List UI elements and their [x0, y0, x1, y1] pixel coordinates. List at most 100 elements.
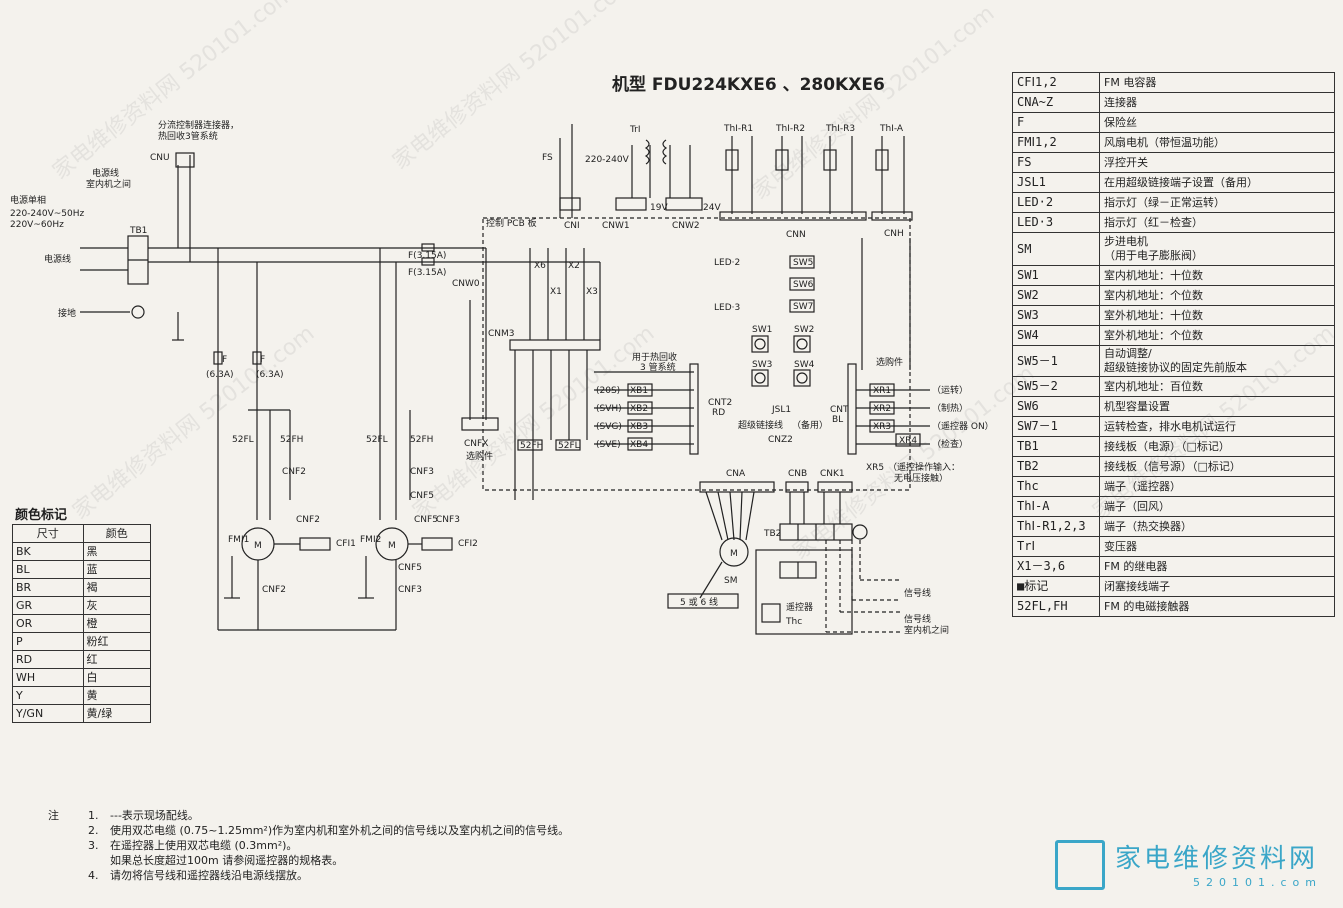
xr5-note-1: （遥控操作输入：	[888, 461, 960, 473]
color-code: BL	[12, 560, 84, 579]
standby-label: （备用）	[792, 419, 828, 431]
xr3-label: XR3	[873, 422, 891, 432]
contactor-52fl	[555, 439, 581, 451]
legend-code: X1－3,6	[1012, 556, 1100, 577]
xb2-label: XB2	[630, 404, 648, 414]
cnf5-label: CNF5	[410, 491, 434, 501]
legend-code: SW6	[1012, 396, 1100, 417]
relay-x1-label: X1	[550, 287, 562, 297]
cnn-label: CNN	[786, 230, 806, 240]
cnf2-label-c: CNF2	[262, 585, 286, 595]
cnu-label: CNU	[150, 153, 170, 163]
watermark-text: 家电维修资料网 520101.com	[388, 0, 639, 175]
legend-code: SW5－1	[1012, 345, 1100, 377]
notes-label: 注	[48, 809, 59, 822]
legend-code: FS	[1012, 152, 1100, 173]
legend-description: 室外机地址：个位数	[1099, 325, 1335, 346]
note-item: 2.使用双芯电缆 (0.75~1.25mm²)作为室内机和室外机之间的信号线以及…	[88, 824, 570, 837]
color-code: WH	[12, 668, 84, 687]
power-source-label: 电源单相	[10, 194, 46, 206]
watermark-logo-icon	[1055, 840, 1105, 890]
cnz2-label: CNZ2	[768, 435, 793, 445]
legend-description: 在用超级链接端子设置（备用）	[1099, 172, 1335, 193]
cnf5-label-b: CNF5	[414, 515, 438, 525]
signal-line-label-2: 信号线	[904, 613, 931, 625]
relay-x2-label: X2	[568, 261, 580, 271]
legend-description: 指示灯（绿－正常运转）	[1099, 192, 1335, 213]
color-name: 黄	[82, 686, 151, 705]
svh-label: (SVH)	[596, 404, 622, 414]
tb1-label: TB1	[129, 226, 147, 236]
between-units-2: 室内机之间	[86, 178, 131, 190]
cable-56-label: 5 或 6 线	[680, 596, 718, 608]
legend-description: 风扇电机（带恒温功能）	[1099, 132, 1335, 153]
watermark-text: 家电维修资料网 520101.com	[68, 321, 319, 525]
cnf3-label: CNF3	[410, 467, 434, 477]
legend-code: FMⅠ1,2	[1012, 132, 1100, 153]
legend-code: JSL1	[1012, 172, 1100, 193]
cnh-label: CNH	[884, 229, 904, 239]
fuse	[252, 351, 262, 365]
legend-description: 自动调整/超级链接协议的固定先前版本	[1099, 345, 1335, 377]
s20s-label: (20S)	[596, 386, 620, 396]
watermark-site: 520101.com	[1193, 876, 1322, 889]
heat-recovery-note-2: 3 管系统	[640, 361, 676, 373]
fuse-label-4: F	[260, 355, 265, 365]
sm-motor-letter: M	[730, 549, 738, 559]
legend-code: Thc	[1012, 476, 1100, 497]
legend-code: TB1	[1012, 436, 1100, 457]
cnm3-52fl-label: 52FL	[558, 441, 580, 451]
cnk1-label: CNK1	[820, 469, 845, 479]
between-units-1: 电源线	[92, 167, 119, 179]
cni-label: CNⅠ	[564, 221, 580, 231]
option-label: 选购件	[876, 356, 903, 368]
sw7-label: SW7	[793, 302, 813, 312]
watermark-text: 家电维修资料网 520101.com	[48, 0, 299, 185]
legend-code: SW3	[1012, 305, 1100, 326]
superlink-label: 超级链接线	[738, 419, 783, 431]
transformer-symbol	[644, 139, 668, 165]
cnfx-sub-label: 选购件	[466, 450, 493, 462]
legend-code: SW1	[1012, 265, 1100, 286]
switch-sw6-box	[789, 277, 815, 291]
power-line-label: 电源线	[44, 253, 71, 265]
contactor-52fh-label: 52FH	[280, 435, 303, 445]
remote-label: 遥控器	[786, 601, 813, 613]
legend-code: SW4	[1012, 325, 1100, 346]
legend-description: 浮控开关	[1099, 152, 1335, 173]
legend-description: 步进电机（用于电子膨胀阀）	[1099, 232, 1335, 266]
legend-row: ■标记闭塞接线端子	[1012, 576, 1335, 597]
xr2-label: XR2	[873, 404, 891, 414]
legend-code: F	[1012, 112, 1100, 133]
fm2-motor-letter: M	[388, 541, 396, 551]
cnf3-label-c: CNF3	[398, 585, 422, 595]
thr2-label: ThⅠ-R2	[775, 124, 805, 134]
watermark-text: 家电维修资料网 520101.com	[748, 1, 999, 205]
signal-line-label-3: 室内机之间	[904, 624, 949, 636]
note-item: 如果总长度超过100m 请参阅遥控器的规格表。	[110, 854, 344, 867]
cnu-note-2: 热回收3管系统	[158, 130, 218, 142]
cna-label: CNA	[726, 469, 746, 479]
tr-label: TrⅠ	[629, 125, 641, 135]
legend-description: FM 电容器	[1099, 72, 1335, 93]
power-voltage-1: 220-240V~50Hz	[10, 209, 85, 219]
legend-description: 室内机地址：百位数	[1099, 376, 1335, 397]
fuse	[421, 257, 435, 266]
cnf2-label-b: CNF2	[296, 515, 320, 525]
cnf5-label-c: CNF5	[398, 563, 422, 573]
fm1-label: FMⅠ1	[228, 535, 249, 545]
switch-sw5-box	[789, 255, 815, 269]
contactor-52fh-label-b: 52FH	[410, 435, 433, 445]
color-name: 蓝	[82, 560, 151, 579]
